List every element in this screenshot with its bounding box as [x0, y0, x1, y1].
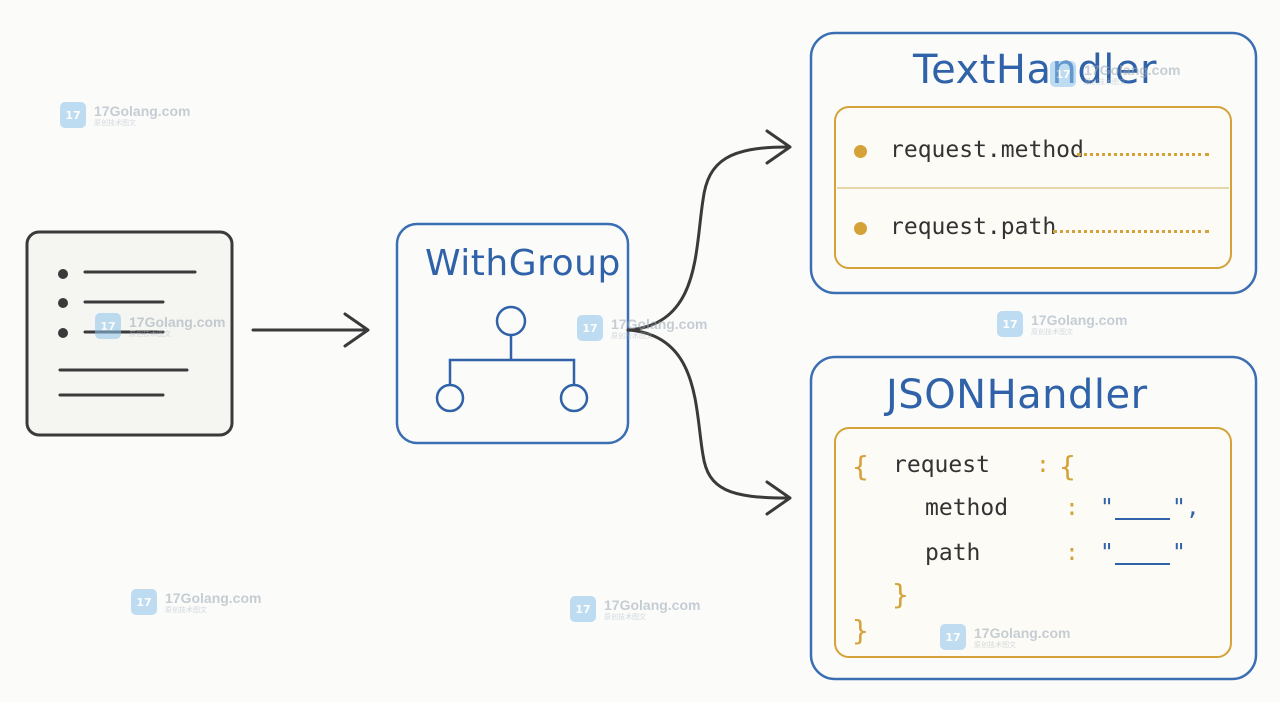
watermark-subtext: 原创技术图文	[1031, 327, 1073, 336]
watermark-logo-icon: 17	[570, 596, 596, 622]
watermark-subtext: 原创技术图文	[94, 118, 136, 127]
watermark-text: 17Golang.com	[604, 596, 701, 613]
json-handler-title: JSONHandler	[886, 372, 1148, 418]
watermark-subtext: 原创技术图文	[974, 640, 1016, 649]
watermark-logo-icon: 17	[997, 311, 1023, 337]
arrow-to-withgroup	[251, 312, 370, 348]
watermark-text: 17Golang.com	[1031, 311, 1128, 328]
text-handler-title: TextHandler	[913, 47, 1157, 93]
watermark-logo-icon: 17	[940, 624, 966, 650]
withgroup-title: WithGroup	[425, 243, 621, 284]
dotted-leader	[1053, 230, 1209, 233]
watermark-text: 17Golang.com	[165, 589, 262, 606]
watermark-subtext: 原创技术图文	[611, 331, 653, 340]
watermark-subtext: 原创技术图文	[165, 605, 207, 614]
json-group-open-brace: {	[1059, 450, 1076, 483]
watermark-logo-icon: 17	[1050, 61, 1076, 87]
withgroup-box	[395, 222, 630, 445]
watermark-text: 17Golang.com	[129, 313, 226, 330]
json-field-method-colon: :	[1065, 495, 1079, 521]
json-open-brace: {	[852, 450, 869, 483]
json-field-path-blank	[1115, 563, 1170, 565]
text-handler-panel	[809, 31, 1258, 295]
json-outer-close-brace: }	[852, 614, 869, 647]
json-field-path-quote-close: "	[1172, 540, 1186, 566]
json-field-method-quote-close: ",	[1172, 495, 1200, 521]
bullet-icon	[854, 222, 867, 235]
watermark-logo-icon: 17	[577, 315, 603, 341]
watermark-text: 17Golang.com	[94, 102, 191, 119]
watermark-subtext: 原创技术图文	[604, 612, 646, 621]
watermark-logo-icon: 17	[131, 589, 157, 615]
json-group-colon: :	[1036, 452, 1050, 478]
watermark-text: 17Golang.com	[611, 315, 708, 332]
arrow-to-json-handler	[626, 328, 792, 516]
watermark-logo-icon: 17	[60, 102, 86, 128]
watermark-subtext: 原创技术图文	[1084, 77, 1126, 86]
watermark-text: 17Golang.com	[1084, 61, 1181, 78]
watermark-subtext: 原创技术图文	[129, 329, 171, 338]
dotted-leader	[1077, 153, 1209, 156]
text-handler-line-path: request.path	[890, 214, 1057, 240]
json-group-key: request	[893, 452, 990, 478]
json-field-method-blank	[1115, 518, 1170, 520]
hierarchy-icon	[435, 305, 589, 413]
text-handler-line-method: request.method	[890, 137, 1084, 163]
json-handler-panel	[809, 355, 1258, 681]
json-field-path-key: path	[925, 540, 981, 566]
watermark-logo-icon: 17	[95, 313, 121, 339]
json-field-path-colon: :	[1065, 540, 1079, 566]
arrow-to-text-handler	[626, 129, 792, 332]
json-field-path-quote-open: "	[1100, 540, 1114, 566]
bullet-icon	[854, 145, 867, 158]
json-field-method-key: method	[925, 495, 1009, 521]
json-inner-close-brace: }	[892, 578, 909, 611]
json-field-method-quote-open: "	[1100, 495, 1114, 521]
log-record-document	[25, 230, 234, 437]
watermark-text: 17Golang.com	[974, 624, 1071, 641]
